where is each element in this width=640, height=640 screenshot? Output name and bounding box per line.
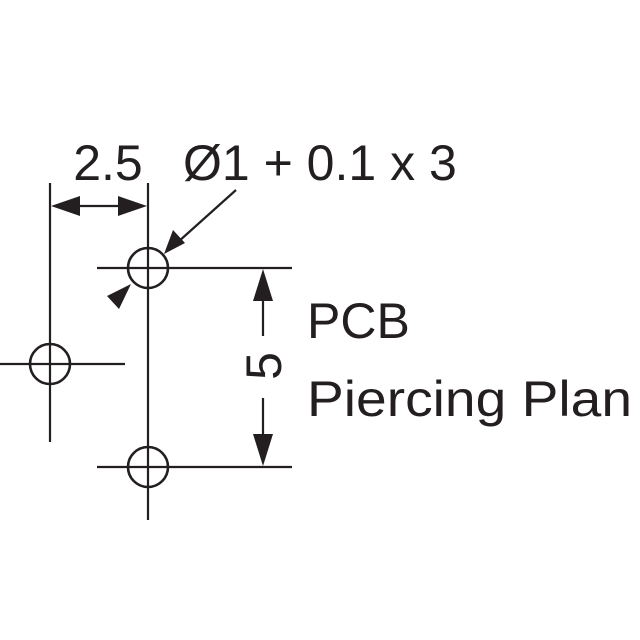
hole-bottom (126, 445, 170, 489)
dimension-arrow-left (51, 196, 80, 216)
hole-spec-label: Ø1 + 0.1 x 3 (183, 135, 457, 191)
pcb-label: PCB (307, 293, 410, 349)
piercing-plan-label: Piercing Plan (307, 371, 632, 427)
hole-left (28, 342, 72, 386)
dimension-arrow-up (253, 269, 273, 301)
dimension-arrow-right (118, 196, 147, 216)
hole-callout-arrow-in (164, 230, 185, 254)
pitch-horizontal-label: 2.5 (73, 135, 143, 191)
hole-callout-arrow-out (107, 284, 131, 309)
pitch-vertical-label: 5 (236, 352, 292, 380)
hole-callout-leader (177, 189, 237, 243)
dimension-arrow-down (253, 434, 273, 466)
hole-top (126, 246, 170, 290)
